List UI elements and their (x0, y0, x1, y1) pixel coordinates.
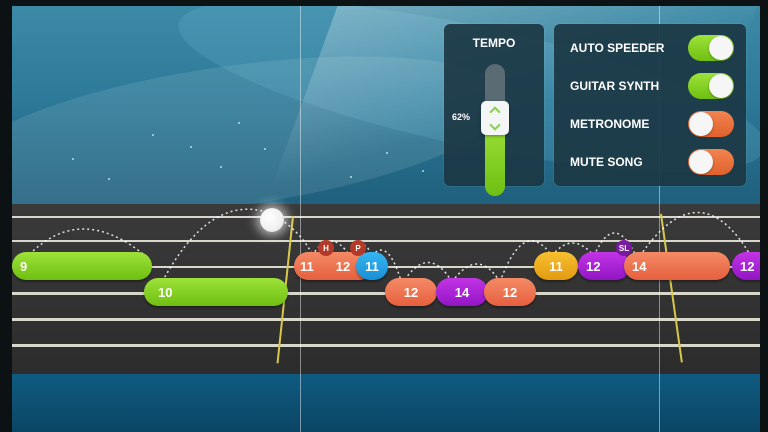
fret-number: 14 (454, 284, 470, 300)
tempo-slider[interactable] (481, 64, 509, 196)
toggle-row-metronome: METRONOME (570, 110, 734, 138)
guitar-string (12, 344, 760, 347)
star (238, 122, 240, 124)
slide-marker: SL (616, 240, 632, 256)
pull-off-marker: P (350, 240, 366, 256)
guitar-string (12, 216, 760, 218)
note-gem: 11 (534, 252, 578, 280)
lower-strip (12, 374, 760, 432)
toggle-row-auto-speeder: AUTO SPEEDER (570, 34, 734, 62)
fret-number: 12 (502, 284, 518, 300)
note-gem: 10 (144, 278, 288, 306)
fret-number: 11 (365, 258, 379, 274)
hammer-on-marker: H (318, 240, 334, 256)
fret-number: 14 (632, 258, 647, 274)
star (264, 148, 266, 150)
mute-song-toggle[interactable] (688, 149, 734, 175)
chevron-down-icon (489, 118, 501, 131)
toggle-thumb (689, 150, 713, 174)
beat-line (300, 6, 301, 432)
toggle-label: GUITAR SYNTH (570, 79, 660, 93)
guitar-string (12, 240, 760, 242)
star (422, 170, 424, 172)
toggle-thumb (689, 112, 713, 136)
beat-line (659, 6, 660, 432)
star (152, 134, 154, 136)
play-cursor-ball (260, 208, 284, 232)
note-gem: 14 (624, 252, 730, 280)
star (386, 152, 388, 154)
fret-number: 11 (300, 258, 314, 274)
fret-number: 12 (586, 258, 601, 274)
note-gem: 9 (12, 252, 152, 280)
note-arc (499, 240, 553, 283)
fret-number: 9 (20, 258, 28, 274)
star (108, 178, 110, 180)
toggle-row-guitar-synth: GUITAR SYNTH (570, 72, 734, 100)
note-gem: 11 (356, 252, 388, 280)
chevron-up-icon (489, 105, 501, 118)
fret-number: 11 (549, 258, 563, 274)
fret-number: 12 (740, 258, 755, 274)
frame (760, 0, 768, 432)
star (220, 166, 222, 168)
toggle-label: AUTO SPEEDER (570, 41, 665, 55)
frame (0, 0, 12, 432)
tempo-fill (485, 118, 505, 196)
toggle-label: MUTE SONG (570, 155, 643, 169)
star (350, 176, 352, 178)
tempo-slider-handle[interactable] (481, 101, 509, 135)
toggle-thumb (709, 74, 733, 98)
guitar-string (12, 318, 760, 321)
note-arc (451, 263, 501, 283)
frame (0, 0, 768, 6)
note-gem: 12 (578, 252, 630, 280)
settings-toggles-panel: AUTO SPEEDER GUITAR SYNTH METRONOME MUTE… (554, 24, 746, 186)
note-arc (639, 211, 753, 259)
note-gem: 12 (484, 278, 536, 306)
note-gem: 12 (385, 278, 437, 306)
toggle-row-mute-song: MUTE SONG (570, 148, 734, 176)
fret-number: 10 (158, 284, 173, 300)
note-arc (25, 228, 149, 259)
tempo-title: TEMPO (472, 36, 516, 50)
toggle-label: METRONOME (570, 117, 650, 131)
note-arc (311, 240, 351, 257)
auto-speeder-toggle[interactable] (688, 35, 734, 61)
toggle-thumb (709, 36, 733, 60)
fret-number: 12 (403, 284, 419, 300)
metronome-toggle[interactable] (688, 111, 734, 137)
star (190, 146, 192, 148)
note-gem: 14 (436, 278, 488, 306)
star (72, 158, 74, 160)
guitar-synth-toggle[interactable] (688, 73, 734, 99)
tempo-value: 62% (452, 112, 471, 122)
note-arc (159, 208, 273, 287)
fret-number: 12 (335, 258, 351, 274)
tempo-panel: TEMPO 62% (444, 24, 544, 196)
